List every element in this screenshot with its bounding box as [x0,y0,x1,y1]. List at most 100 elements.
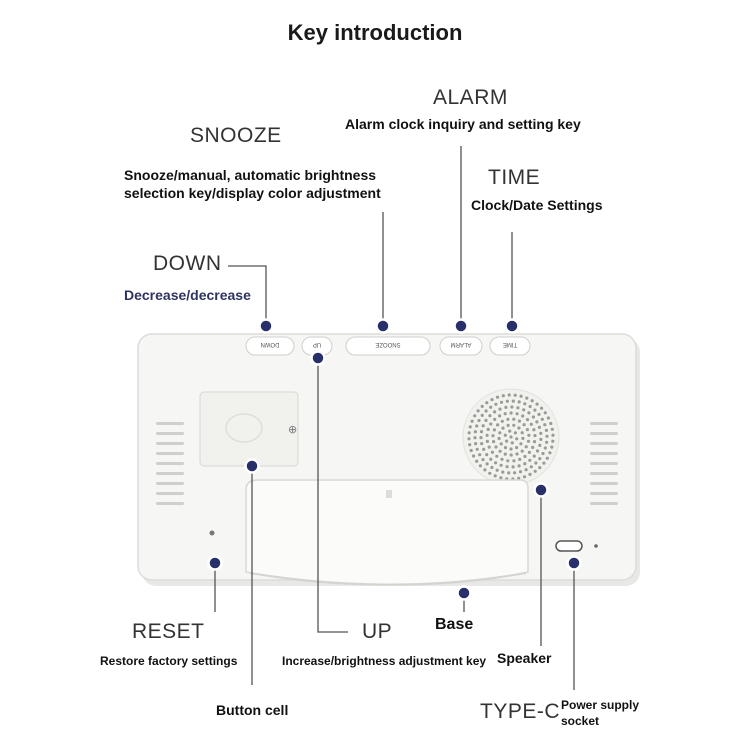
speaker-hole [551,439,555,443]
speaker-hole [524,445,528,449]
stand-slot [386,490,392,498]
speaker-hole [513,393,517,397]
page-title: Key introduction [287,20,463,45]
speaker-hole [486,427,490,431]
speaker-label: Speaker [497,650,552,666]
speaker-hole [512,459,516,463]
speaker-hole [476,409,480,413]
speaker-hole [517,464,521,468]
speaker-hole [538,443,542,447]
speaker-hole [487,445,491,449]
marker-typec [566,555,582,571]
speaker-hole [475,424,479,428]
speaker-hole [551,433,555,437]
speaker-hole [522,475,527,479]
snooze-description-line1: Snooze/manual, automatic brightness [124,167,377,183]
speaker-hole [517,426,521,430]
speaker-hole [523,454,527,459]
speaker-hole [479,430,484,434]
up-description: Increase/brightness adjustment key [282,654,487,668]
reset-label: RESET [132,620,205,643]
speaker-hole [488,414,492,418]
time-button[interactable] [489,336,531,356]
speaker-hole [498,431,502,435]
usb-c-port [555,540,583,552]
marker-speaker [533,482,549,498]
speaker-hole [481,424,485,428]
speaker-hole [503,452,507,456]
speaker-hole [546,416,551,420]
marker-reset [207,555,223,571]
snooze-label: SNOOZE [190,124,282,147]
snooze-button[interactable] [345,336,431,356]
speaker-hole [527,433,531,437]
up-button-text: UP [313,341,321,347]
speaker-hole [480,413,484,417]
speaker-hole [473,436,477,440]
speaker-hole [482,447,486,451]
speaker-hole [515,437,519,441]
speaker-hole [512,417,516,421]
speaker-hole [548,451,552,455]
speaker-hole [513,471,517,475]
speaker-hole [505,439,509,443]
speaker-hole [543,411,547,415]
speaker-hole [527,450,532,454]
speaker-hole [501,394,505,398]
speaker-hole [504,405,508,409]
speaker-hole [495,454,499,458]
speaker-hole [517,419,522,423]
speaker-hole [540,406,544,410]
marker-up [310,350,326,366]
speaker-hole [478,453,482,457]
speaker-hole [510,405,514,409]
speaker-hole [474,442,478,446]
marker-time [504,318,520,334]
speaker-hole [499,463,503,467]
speaker-hole [467,437,471,441]
reset-hole[interactable] [209,530,215,536]
speaker-hole [506,459,510,463]
speaker-hole [485,401,489,405]
time-button-text: TIME [503,341,517,347]
speaker-hole [528,472,532,476]
speaker-hole [503,446,508,450]
speaker-hole [472,454,476,458]
speaker-hole [490,465,494,470]
speaker-hole [477,418,481,423]
snooze-button-text: SNOOZE [375,341,400,347]
speaker-hole [492,428,496,432]
speaker-hole [533,469,537,473]
speaker-hole [480,404,484,408]
speaker-hole [510,441,514,445]
speaker-hole [499,400,504,404]
down-description: Decrease/decrease [124,287,251,303]
speaker-hole [532,454,536,458]
down-button[interactable] [245,336,295,356]
down-label: DOWN [153,252,222,275]
line-up [317,358,348,633]
top-buttons: DOWN UP SNOOZE ALARM TIME [245,336,531,356]
speaker-hole [493,410,497,414]
speaker-hole [519,442,523,446]
button-cell-label: Button cell [216,702,289,718]
speaker-hole [545,456,549,460]
speaker-hole [509,435,513,439]
speaker-hole [518,470,523,474]
speaker-hole [488,471,492,475]
speaker-hole [509,447,513,451]
speaker-hole [498,449,502,453]
alarm-button[interactable] [439,336,483,356]
speaker-hole [531,445,535,449]
speaker-hole [501,470,505,474]
alarm-description: Alarm clock inquiry and setting key [345,116,581,132]
speaker-hole [531,415,536,419]
speaker-hole [535,449,540,453]
speaker-hole [545,434,549,438]
speaker-hole [499,442,503,446]
speaker-hole [525,396,529,400]
speaker-hole [543,423,547,427]
speaker-hole [507,393,511,397]
speaker-hole [475,447,479,451]
